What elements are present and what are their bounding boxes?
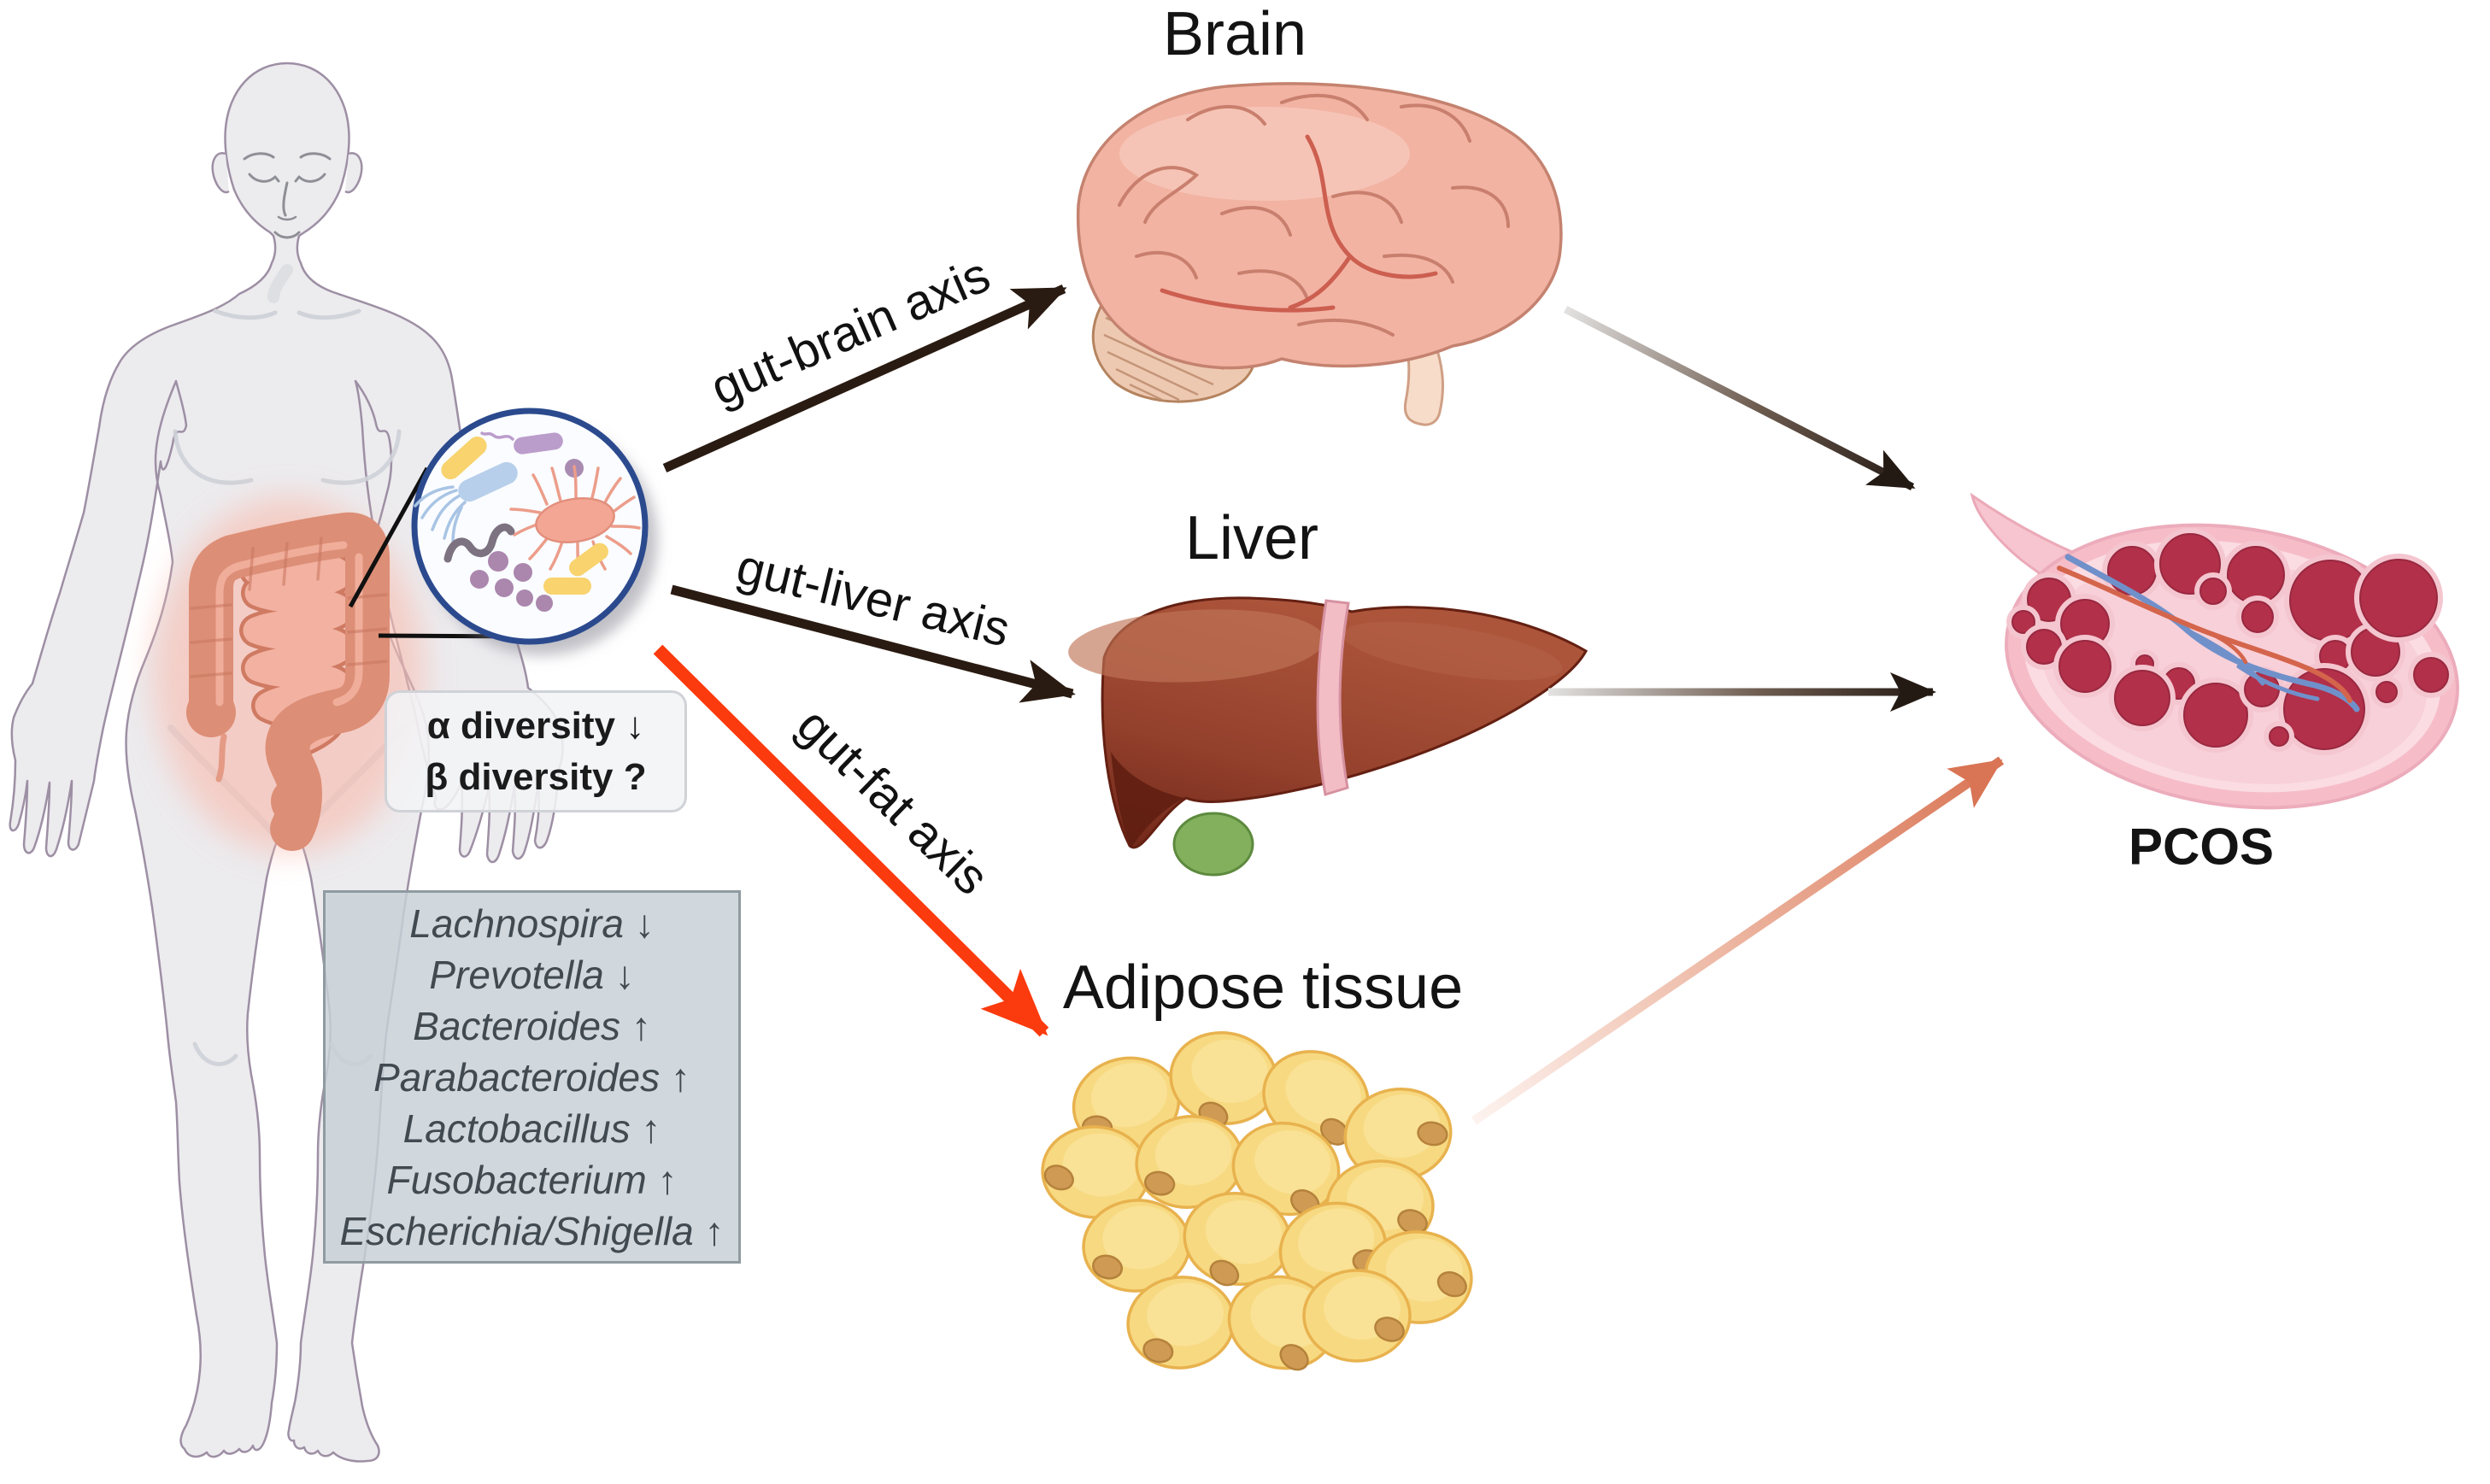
brain-vessels xyxy=(1160,134,1438,313)
follicle-icon xyxy=(2222,541,2290,609)
bacteria-item: Escherichia/Shigella ↑ xyxy=(339,1208,725,1253)
fat-cell-icon xyxy=(1135,1115,1244,1209)
ear-right xyxy=(344,152,363,194)
fat-cell-icon xyxy=(1082,1199,1191,1293)
fat-cell-icon xyxy=(1041,1125,1150,1219)
cocci-cluster-icon xyxy=(470,551,553,612)
gut-fat-arrow xyxy=(653,644,1049,1037)
follicle-icon xyxy=(2109,665,2176,731)
fat-cell-icon xyxy=(1183,1191,1292,1287)
brain-to-ovary-arrow xyxy=(1563,305,1916,491)
diversity-box: α diversity ↓ β diversity ? xyxy=(385,690,687,812)
yellow-rod-bacterium-icon xyxy=(543,578,591,595)
follicle-icon xyxy=(2178,677,2253,753)
microbiome-circle xyxy=(411,408,657,655)
adipose-to-ovary-arrow xyxy=(1471,756,2005,1125)
gut-liver-arrow xyxy=(670,584,1076,703)
follicle-icon xyxy=(2354,554,2443,642)
small-intestine xyxy=(239,547,357,769)
ear-left xyxy=(211,152,230,194)
bacteria-item: Lachnospira ↓ xyxy=(409,900,655,946)
adipose-illustration xyxy=(1041,1031,1473,1371)
pcos-label: PCOS xyxy=(2128,818,2275,876)
bacteria-item: Lactobacillus ↑ xyxy=(402,1106,661,1151)
liver-illustration xyxy=(1068,596,1589,877)
gallbladder xyxy=(1172,812,1254,877)
follicle-icon xyxy=(2053,635,2117,698)
ovary-illustration xyxy=(1970,492,2459,810)
beta-diversity-text: β diversity ? xyxy=(425,755,647,798)
gut-brain-arrow xyxy=(662,284,1067,473)
liver-label: Liver xyxy=(1184,504,1319,572)
adipose-label: Adipose tissue xyxy=(1062,953,1464,1022)
alpha-diversity-text: α diversity ↓ xyxy=(426,704,645,747)
brain-gyri xyxy=(1118,93,1510,337)
flagella-icon xyxy=(414,485,467,545)
follicle-icon xyxy=(2264,721,2294,752)
follicle-icon xyxy=(2236,595,2279,638)
brain-illustration xyxy=(1076,82,1563,426)
ovary-vessels xyxy=(2057,554,2360,713)
follicle-icon xyxy=(2408,652,2454,698)
blue-rod-bacterium-icon xyxy=(458,461,518,502)
yellow-rod-bacterium-icon xyxy=(441,436,487,480)
bacteria-item: Prevotella ↓ xyxy=(429,952,635,997)
follicle-icon xyxy=(2194,572,2232,610)
large-intestine xyxy=(186,512,390,851)
fat-cell-icon xyxy=(1302,1269,1412,1363)
spiral-bacterium-icon xyxy=(443,523,515,563)
fat-cell-icon xyxy=(1343,1087,1453,1182)
follicle-icon xyxy=(2370,676,2403,708)
follicle-icon xyxy=(2284,554,2376,647)
intestine-illustration xyxy=(154,497,424,853)
bacteria-list-box: Lachnospira ↓ Prevotella ↓ Bacteroides ↑… xyxy=(323,890,741,1264)
bacteria-item: Parabacteroides ↑ xyxy=(373,1054,690,1100)
bacteria-item: Fusobacterium ↑ xyxy=(386,1157,678,1202)
fat-cell-icon xyxy=(1169,1031,1278,1128)
yellow-rod-bacterium-icon xyxy=(569,543,608,577)
brain-label: Brain xyxy=(1162,0,1307,68)
ciliated-bacterium-icon xyxy=(509,465,641,574)
face-features xyxy=(243,152,332,239)
falciform-ligament xyxy=(1316,599,1350,796)
fat-cell-icon xyxy=(1262,1050,1370,1146)
brainstem xyxy=(1403,338,1444,426)
bacteria-item: Bacteroides ↑ xyxy=(413,1003,651,1048)
bacteria-icons xyxy=(414,431,641,612)
ovary-follicles xyxy=(2006,528,2454,755)
purple-rod-bacterium-icon xyxy=(514,432,563,455)
